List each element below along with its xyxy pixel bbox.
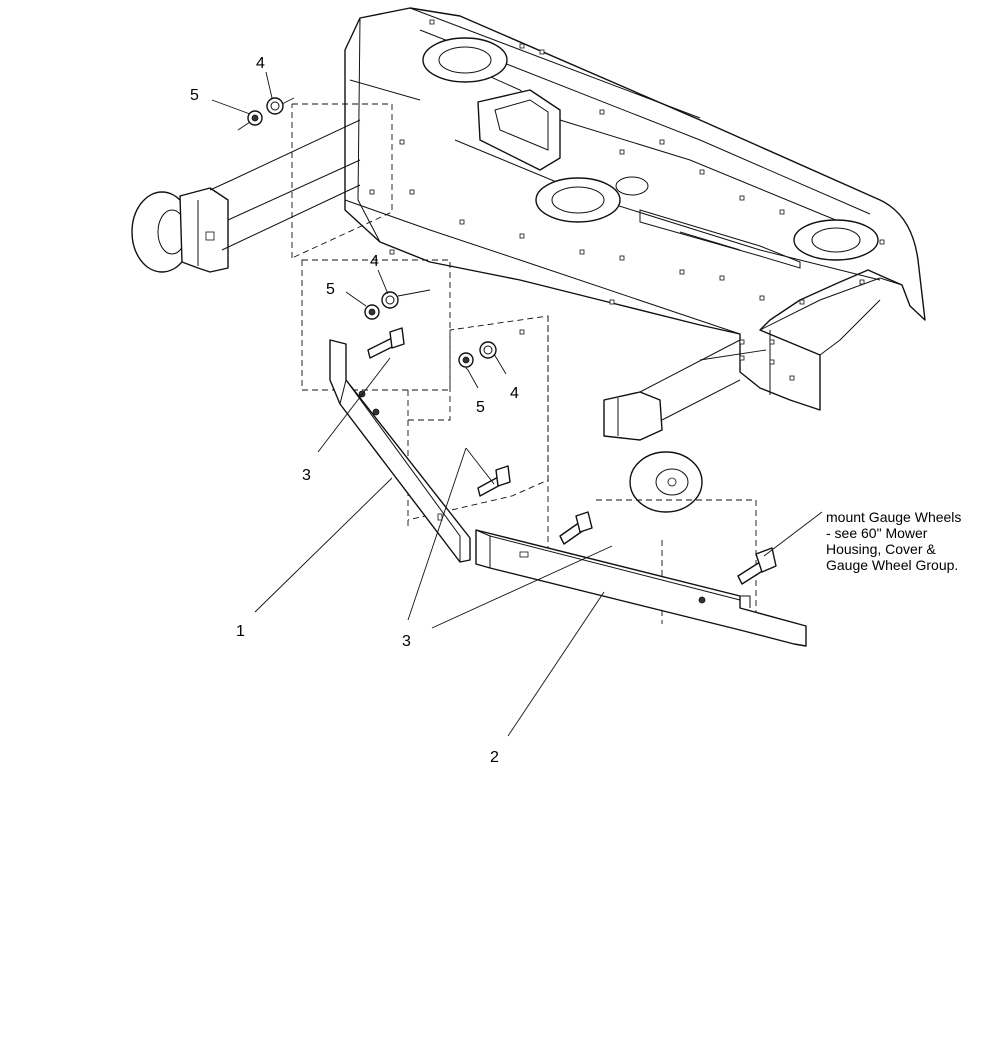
callout-labels: 4 5 4 5 4 5 3 1 3 2 bbox=[190, 55, 519, 766]
callout-1: 1 bbox=[236, 623, 245, 640]
note-line-4: Gauge Wheel Group. bbox=[826, 557, 958, 573]
washer-4-upper bbox=[266, 97, 284, 115]
bolt-3-b bbox=[477, 465, 511, 497]
callout-4-middle: 4 bbox=[370, 253, 379, 270]
caster-wheel-front bbox=[603, 339, 741, 513]
baffle-part-1 bbox=[329, 339, 471, 563]
washer-4-middle bbox=[381, 291, 399, 309]
bolt-mount-gauge-wheel bbox=[737, 547, 777, 585]
callout-3-left: 3 bbox=[302, 467, 311, 484]
callout-4-upper: 4 bbox=[256, 55, 265, 72]
bolt-3-c bbox=[559, 511, 593, 545]
mower-deck-housing bbox=[344, 7, 926, 411]
bolt-3-a bbox=[367, 327, 405, 359]
callout-3-lower: 3 bbox=[402, 633, 411, 650]
deck-holes bbox=[369, 19, 885, 381]
callout-5-upper: 5 bbox=[190, 87, 199, 104]
spindle-housing-right bbox=[793, 219, 879, 261]
fasteners bbox=[247, 97, 777, 585]
callout-5-middle: 5 bbox=[326, 281, 335, 298]
caster-wheel-upper bbox=[131, 119, 361, 273]
mounting-note: mount Gauge Wheels - see 60" Mower Housi… bbox=[826, 509, 961, 573]
callout-2: 2 bbox=[490, 749, 499, 766]
note-line-1: mount Gauge Wheels bbox=[826, 509, 961, 525]
callout-4-right: 4 bbox=[510, 385, 519, 402]
note-line-2: - see 60" Mower bbox=[826, 525, 928, 541]
baffle-part-2 bbox=[475, 529, 807, 647]
leader-lines bbox=[211, 71, 823, 737]
callout-5-right: 5 bbox=[476, 399, 485, 416]
spindle-housing-center bbox=[535, 177, 621, 223]
washer-4-right bbox=[479, 341, 497, 359]
note-line-3: Housing, Cover & bbox=[826, 541, 936, 557]
spindle-housing-left bbox=[422, 37, 508, 83]
